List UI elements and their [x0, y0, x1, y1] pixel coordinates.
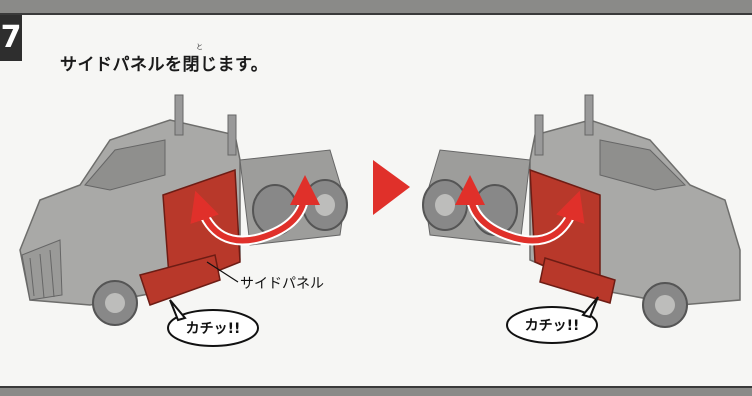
header-band — [0, 0, 752, 15]
truck-right-illustration — [422, 94, 741, 328]
direction-arrow — [373, 160, 410, 215]
callout-left: カチッ!! — [186, 321, 241, 337]
instruction-text: サイドパネルを閉じます。 — [60, 55, 269, 75]
furigana: と — [196, 43, 203, 51]
leader-line — [206, 261, 239, 283]
callout-bubble-right — [506, 306, 598, 344]
footer-band — [0, 386, 752, 396]
callout-right: カチッ!! — [525, 318, 580, 334]
step-number: 7 — [0, 15, 22, 61]
truck-left-illustration — [19, 94, 348, 326]
callout-bubble-left — [167, 309, 259, 347]
part-label: サイドパネル — [240, 276, 324, 292]
